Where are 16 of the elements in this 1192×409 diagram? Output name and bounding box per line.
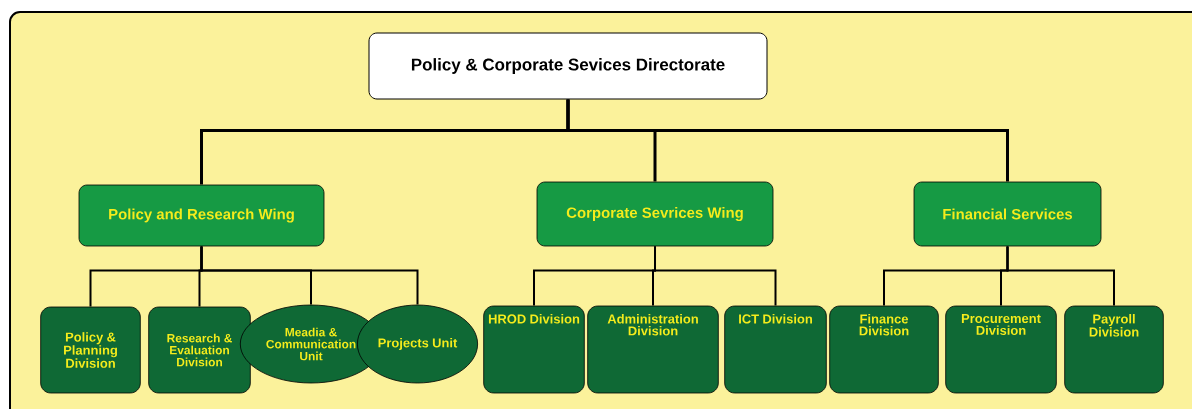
division-box: Policy & Planning Division xyxy=(40,306,141,394)
division-box: Finance Division xyxy=(829,305,939,394)
connector-line xyxy=(1006,245,1115,307)
division-box: HROD Division xyxy=(483,305,585,394)
wing-box: Policy and Research Wing xyxy=(78,184,325,247)
division-box: ICT Division xyxy=(724,305,827,394)
connector-line xyxy=(654,245,777,307)
division-box: Payroll Division xyxy=(1064,305,1164,394)
division-box: Research & Evaluation Division xyxy=(148,306,251,394)
connector-line xyxy=(566,99,1009,182)
division-box: Procurement Division xyxy=(945,305,1057,394)
wing-box: Financial Services xyxy=(913,181,1102,247)
directorate-box: Policy & Corporate Sevices Directorate xyxy=(368,32,768,100)
division-box: Administration Division xyxy=(587,305,719,394)
wing-box: Corporate Sevrices Wing xyxy=(536,181,774,247)
connector-line xyxy=(200,245,419,306)
